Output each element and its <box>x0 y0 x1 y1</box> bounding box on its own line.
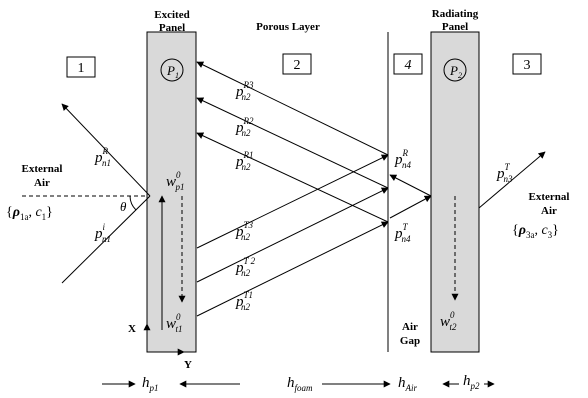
wave-r-n4 <box>389 174 432 197</box>
wave-t2-n2 <box>196 187 389 283</box>
porous-layer-label: Porous Layer <box>256 21 320 33</box>
region-box-2: 2 <box>282 53 312 75</box>
p1-base: P <box>166 63 175 78</box>
panel-circle-p1: P1 <box>160 58 184 82</box>
wave-r2-n2 <box>196 97 389 189</box>
external-air-right-1: External <box>529 191 570 203</box>
air-gap-label-1: Air <box>402 321 418 333</box>
p1-sub: 1 <box>175 71 179 80</box>
external-air-left-2: Air <box>34 177 50 189</box>
label-h-p1: hp1 <box>142 375 159 393</box>
excited-panel-label-1: Excited <box>154 9 189 21</box>
wave-r1-n2 <box>196 132 389 223</box>
radiating-panel <box>430 31 480 353</box>
p2-sub: 2 <box>458 71 462 80</box>
svg-text:1: 1 <box>78 61 85 76</box>
label-h-foam: hfoam <box>287 375 313 393</box>
svg-text:3: 3 <box>524 58 531 73</box>
transmitted-wave-arrow-right <box>478 151 546 209</box>
air-gap-label-2: Gap <box>400 335 420 347</box>
wave-t-n4 <box>389 195 432 219</box>
svg-text:P1: P1 <box>166 63 179 80</box>
external-air-right-2: Air <box>541 205 557 217</box>
region-box-1: 1 <box>66 56 96 78</box>
wave-r3-n2 <box>196 61 389 156</box>
radiating-panel-label-1: Radiating <box>432 8 479 20</box>
reflected-wave-arrow-left <box>61 103 151 197</box>
region-box-4: 4 <box>393 53 423 75</box>
excited-panel <box>146 31 197 353</box>
medium-right: {ρ3a, c3} <box>512 223 559 240</box>
svg-text:P2: P2 <box>449 63 462 80</box>
incidence-angle-arc <box>129 195 137 211</box>
p2-base: P <box>449 63 458 78</box>
x-axis-label: X <box>128 323 136 335</box>
external-air-left-1: External <box>22 163 63 175</box>
svg-text:4: 4 <box>405 58 412 73</box>
wave-t3-n2 <box>196 154 389 249</box>
svg-text:2: 2 <box>294 58 301 73</box>
medium-left: {ρ1a, c1} <box>6 205 53 222</box>
label-h-air: hAir <box>398 375 417 393</box>
panel-circle-p2: P2 <box>443 58 467 82</box>
label-h-p2: hp2 <box>463 373 480 391</box>
wave-t1-n2 <box>196 221 389 317</box>
region-box-3: 3 <box>512 53 542 75</box>
theta-label: θ <box>120 199 127 214</box>
excited-panel-label-2: Panel <box>159 22 185 34</box>
incident-wave-line-left <box>61 195 151 284</box>
radiating-panel-label-2: Panel <box>442 21 468 33</box>
y-axis-label: Y <box>184 359 192 371</box>
